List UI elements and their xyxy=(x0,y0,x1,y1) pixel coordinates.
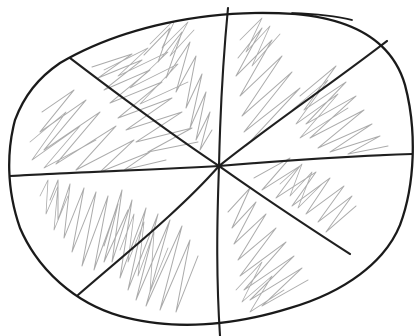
divider-line-lower-left xyxy=(78,166,219,295)
shade-sector-upper-right xyxy=(236,28,306,146)
shade-sector-right-lower-extra xyxy=(280,164,322,208)
shade-sector-left-lower-extra xyxy=(40,180,68,230)
divider-line-upper-right xyxy=(219,41,387,166)
shade-sector-lower-right xyxy=(228,188,308,306)
divider-line-right xyxy=(219,154,412,166)
oval-outline xyxy=(9,13,413,325)
pencil-shading xyxy=(30,18,388,312)
shade-sector-right-lower xyxy=(254,158,356,232)
shade-sector-right-upper xyxy=(300,66,388,154)
shade-sector-lower-right-extra xyxy=(236,262,284,312)
divider-line-lower-right xyxy=(219,166,350,254)
shade-sector-left-lower xyxy=(50,180,128,270)
divider-line-left xyxy=(10,166,219,176)
shade-sector-upper-right-extra xyxy=(240,18,280,66)
divider-line-top xyxy=(219,8,228,166)
shade-sector-lower-left xyxy=(104,190,198,312)
divider-line-bottom xyxy=(217,166,220,336)
